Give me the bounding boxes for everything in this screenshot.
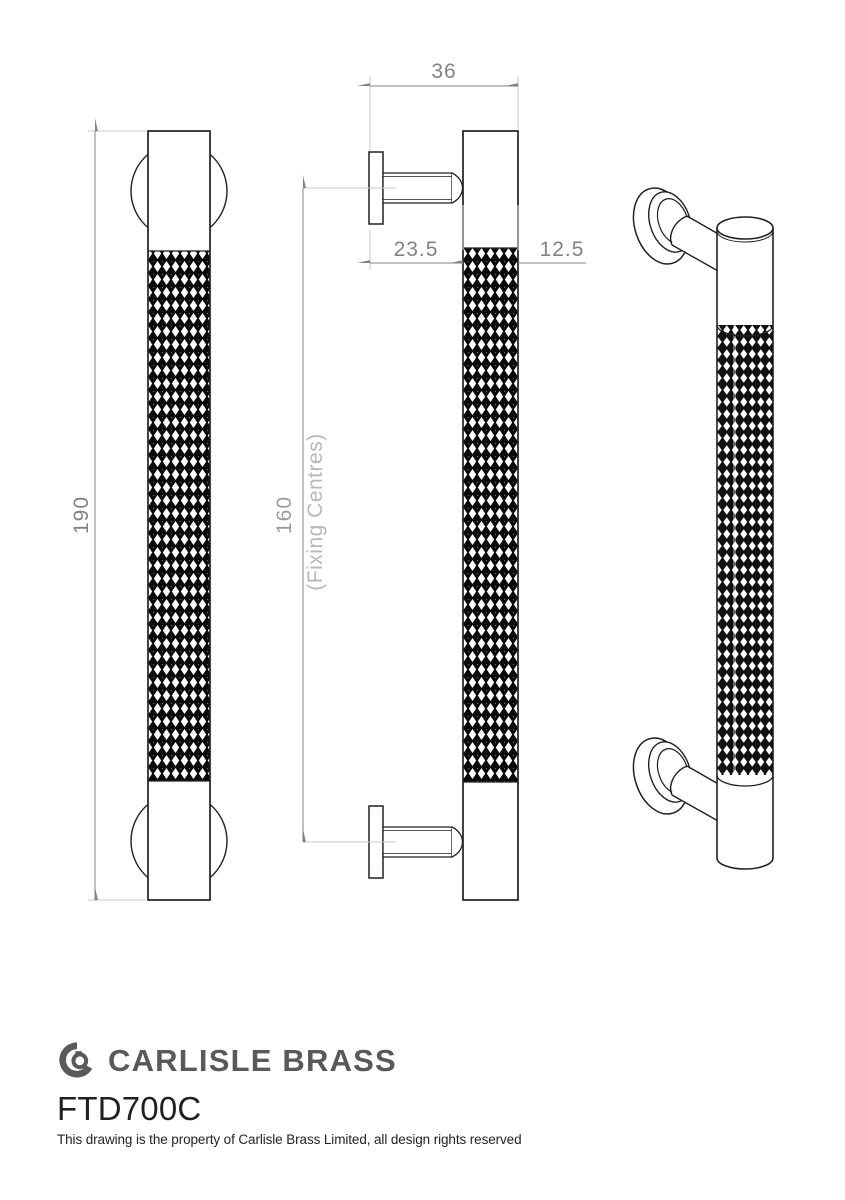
side-view-bar-outline [462, 130, 519, 901]
dimension-12-5-label: 12.5 [540, 238, 585, 261]
dimension-160-note: (Fixing Centres) [304, 433, 327, 590]
iso-view-knurl-start [716, 324, 774, 337]
iso-view-knurl-end [716, 774, 774, 787]
brand-row: CARLISLE BRASS [57, 1038, 797, 1082]
dimension-190-label: 190 [70, 496, 93, 534]
dimension-23-5-label: 23.5 [394, 238, 439, 261]
side-view-fixing-bottom [356, 805, 464, 879]
dimension-12-5: 12.5 [517, 205, 586, 264]
side-view-stem-top-fillet [451, 172, 464, 204]
brand-name: CARLISLE BRASS [108, 1042, 397, 1078]
dimension-23-5: 23.5 [357, 205, 464, 270]
dimension-160-label: 160 [273, 496, 296, 534]
part-code: FTD700C [57, 1090, 202, 1127]
iso-view-bar-bottom-cap [716, 857, 774, 870]
front-view-knurl [148, 251, 210, 781]
drawing-title-block: CARLISLE BRASS FTD700C This drawing is t… [57, 1038, 797, 1147]
side-view-stem-bottom-fillet [451, 826, 464, 858]
iso-view [632, 187, 774, 870]
side-view-knurl [463, 248, 518, 782]
front-view-bar-outline [147, 130, 211, 901]
iso-view-bar-top-cap [716, 216, 774, 240]
dimension-36-label: 36 [431, 60, 456, 83]
iso-view-stem-bottom-root [669, 765, 688, 796]
dimension-36: 36 [357, 60, 519, 150]
iso-view-knurl [717, 325, 773, 775]
side-view: 36 23.5 12.5 160 (Fixing Centres) [273, 60, 586, 901]
front-view: 190 [70, 118, 228, 901]
carlisle-brass-c-logo-icon [59, 1042, 93, 1078]
rights-notice: This drawing is the property of Carlisle… [57, 1131, 522, 1147]
iso-view-stem-top-root [669, 215, 688, 246]
side-view-fixing-top [356, 151, 464, 225]
dimension-190: 190 [70, 118, 146, 901]
iso-view-bar-top-cap-inner [716, 230, 774, 243]
dimension-160: 160 (Fixing Centres) [273, 175, 367, 843]
